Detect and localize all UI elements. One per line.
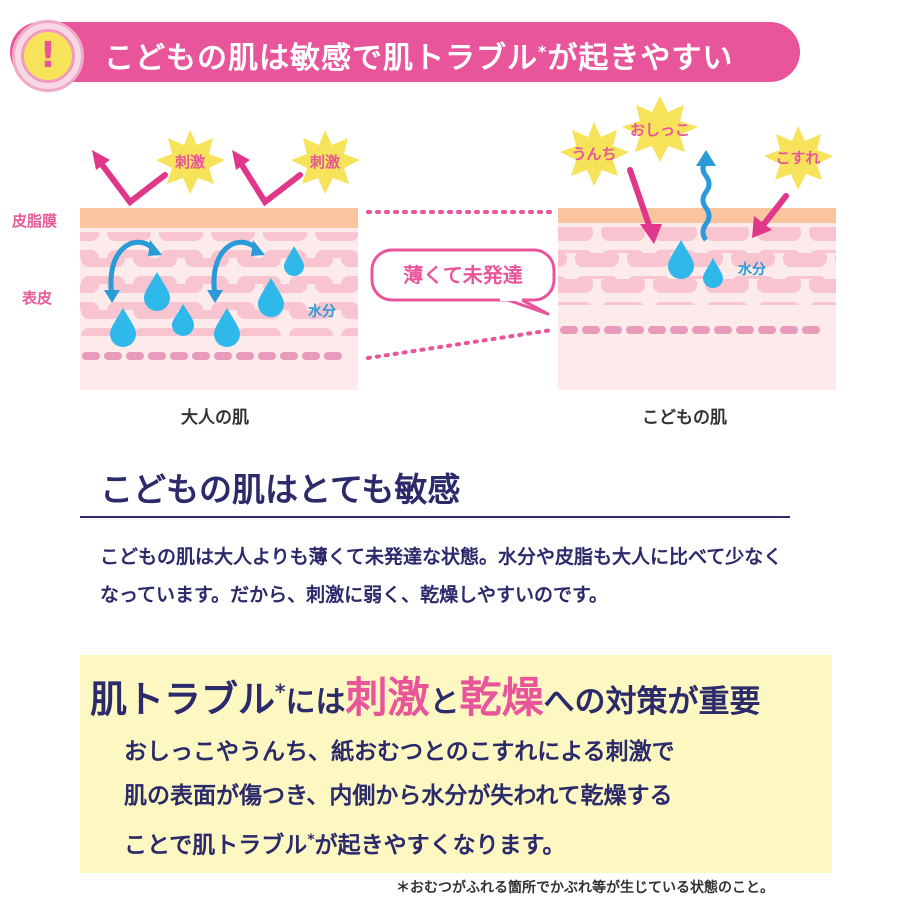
- adult-water-circulation-arrows: [108, 239, 260, 296]
- svg-text:こすれ: こすれ: [776, 149, 821, 167]
- exclamation-icon: !: [21, 29, 75, 83]
- thin-undeveloped-bubble: 薄くて未発達: [370, 248, 556, 316]
- important-body: おしっこやうんち、紙おむつとのこすれによる刺激で 肌の表面が傷つき、内側から水分…: [124, 739, 675, 859]
- footnote: ＊おむつがふれる箇所でかぶれ等が生じている状態のこと。: [396, 880, 774, 896]
- important-box: [80, 655, 832, 873]
- sebum-film-label: 皮脂膜: [12, 212, 58, 230]
- epidermis-label: 表皮: [22, 289, 53, 307]
- child-stimulus-arrows: [627, 167, 789, 231]
- section-divider: [80, 516, 790, 518]
- child-rubbing-burst: こすれ: [764, 126, 833, 190]
- adult-water-drops: [110, 246, 304, 347]
- adult-skin-caption: 大人の肌: [181, 408, 249, 428]
- svg-text:刺激: 刺激: [175, 153, 206, 171]
- adult-deflect-arrows: [97, 159, 303, 207]
- child-skin-caption: こどもの肌: [642, 408, 727, 428]
- section-title: こどもの肌はとても敏感: [100, 470, 461, 509]
- header-title: こどもの肌は敏感で肌トラブル*が起きやすい: [104, 41, 734, 76]
- adult-water-label: 水分: [308, 303, 336, 320]
- child-pee-burst: おしっこ: [622, 96, 698, 162]
- child-sebum-layer: [558, 208, 836, 223]
- svg-text:うんち: うんち: [571, 145, 616, 163]
- child-water-label: 水分: [738, 261, 766, 278]
- child-water-drops: [668, 240, 723, 288]
- important-headline: 肌トラブル*には刺激と乾燥への対策が重要: [90, 673, 761, 722]
- header-banner: [10, 22, 800, 82]
- connector-dotted-lines: [366, 210, 554, 360]
- arrow-head: [92, 150, 110, 170]
- svg-text:おしっこ: おしっこ: [630, 121, 690, 139]
- water-loss-arrow: [700, 160, 712, 242]
- child-skin-panel: [558, 208, 836, 390]
- svg-text:薄くて未発達: 薄くて未発達: [403, 263, 522, 287]
- adult-stimulus-burst-2: 刺激: [291, 130, 360, 194]
- svg-text:刺激: 刺激: [310, 153, 341, 171]
- skin-diagram: 刺激 刺激 水分 薄くて: [80, 96, 836, 390]
- adult-sebum-layer: [80, 208, 358, 228]
- arrow-head: [232, 150, 250, 170]
- adult-skin-panel: [80, 208, 358, 390]
- adult-stimulus-burst-1: 刺激: [156, 130, 225, 194]
- child-poop-burst: うんち: [560, 122, 629, 186]
- section-body: こどもの肌は大人よりも薄くて未発達な状態。水分や皮脂も大人に比べて少なくなってい…: [100, 546, 783, 606]
